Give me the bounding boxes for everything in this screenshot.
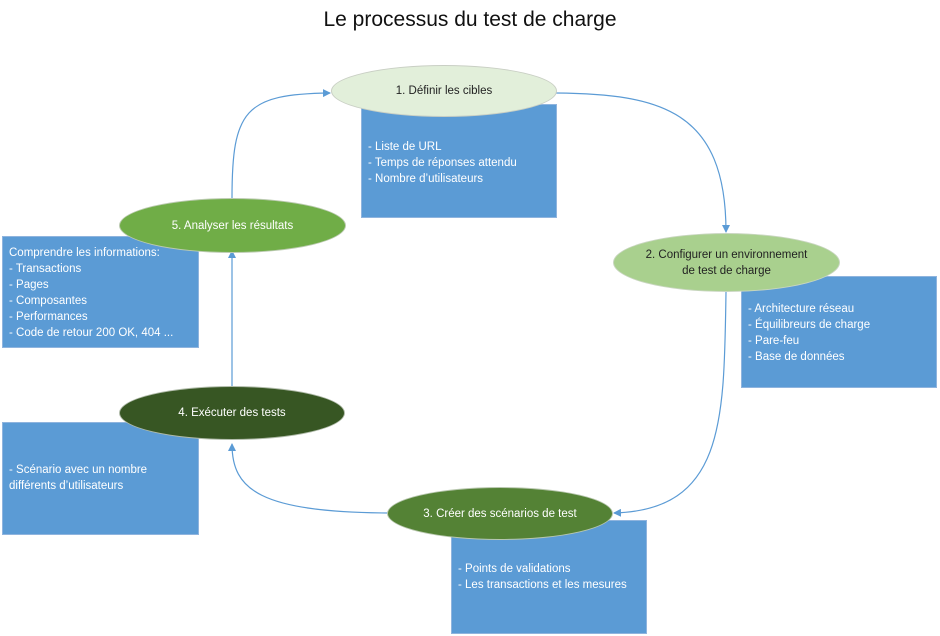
step1-detail: - Temps de réponses attendu: [368, 157, 517, 169]
step4-detail: différents d’utilisateurs: [9, 480, 124, 492]
step2-label-line2: de test de charge: [682, 264, 771, 277]
step5-detail: - Transactions: [9, 263, 82, 275]
step5-detail: - Pages: [9, 279, 49, 291]
arrow-step1-to-step2: [555, 92, 730, 233]
step1-label: 1. Définir les cibles: [395, 85, 493, 97]
step1-details-box: - Liste de URL - Temps de réponses atten…: [361, 104, 557, 218]
step5-node[interactable]: 5. Analyser les résultats: [119, 198, 346, 253]
step3-label: 3. Créer des scénarios de test: [423, 507, 577, 520]
step1-detail: - Liste de URL: [368, 141, 442, 153]
arrow-step5-to-step1: [231, 89, 331, 199]
step2-label-line1: 2. Configurer un environnement: [645, 248, 808, 261]
step3-detail: - Les transactions et les mesures: [458, 579, 627, 591]
arrow-step3-to-step4: [228, 443, 389, 514]
step5-detail: - Composantes: [9, 295, 87, 307]
diagram-title: Le processus du test de charge: [323, 8, 617, 31]
step4-detail: - Scénario avec un nombre: [9, 464, 148, 476]
step2-details-box: - Architecture réseau - Équilibreurs de …: [741, 276, 937, 388]
step2-detail: - Pare-feu: [748, 335, 800, 347]
step4-details-box: - Scénario avec un nombre différents d’u…: [2, 422, 199, 535]
step2-detail: - Architecture réseau: [748, 303, 855, 315]
step2-detail: - Équilibreurs de charge: [748, 319, 871, 331]
step2-detail: - Base de données: [748, 351, 845, 363]
step3-detail: - Points de validations: [458, 563, 571, 575]
step5-details-box: Comprendre les informations: - Transacti…: [2, 236, 199, 348]
step5-detail: - Code de retour 200 OK, 404 ...: [9, 327, 174, 339]
step5-label: 5. Analyser les résultats: [171, 219, 294, 232]
step4-node[interactable]: 4. Exécuter des tests: [119, 386, 345, 440]
step1-node[interactable]: 1. Définir les cibles: [331, 65, 557, 117]
step3-node[interactable]: 3. Créer des scénarios de test: [387, 487, 613, 540]
arrow-step2-to-step3: [613, 291, 727, 517]
step1-detail: - Nombre d’utilisateurs: [368, 173, 484, 185]
step5-detail: - Performances: [9, 311, 88, 323]
step3-details-box: - Points de validations - Les transactio…: [451, 520, 647, 634]
step5-detail: Comprendre les informations:: [9, 247, 160, 259]
step4-label: 4. Exécuter des tests: [178, 407, 286, 419]
step2-node[interactable]: 2. Configurer un environnement de test d…: [613, 233, 840, 292]
